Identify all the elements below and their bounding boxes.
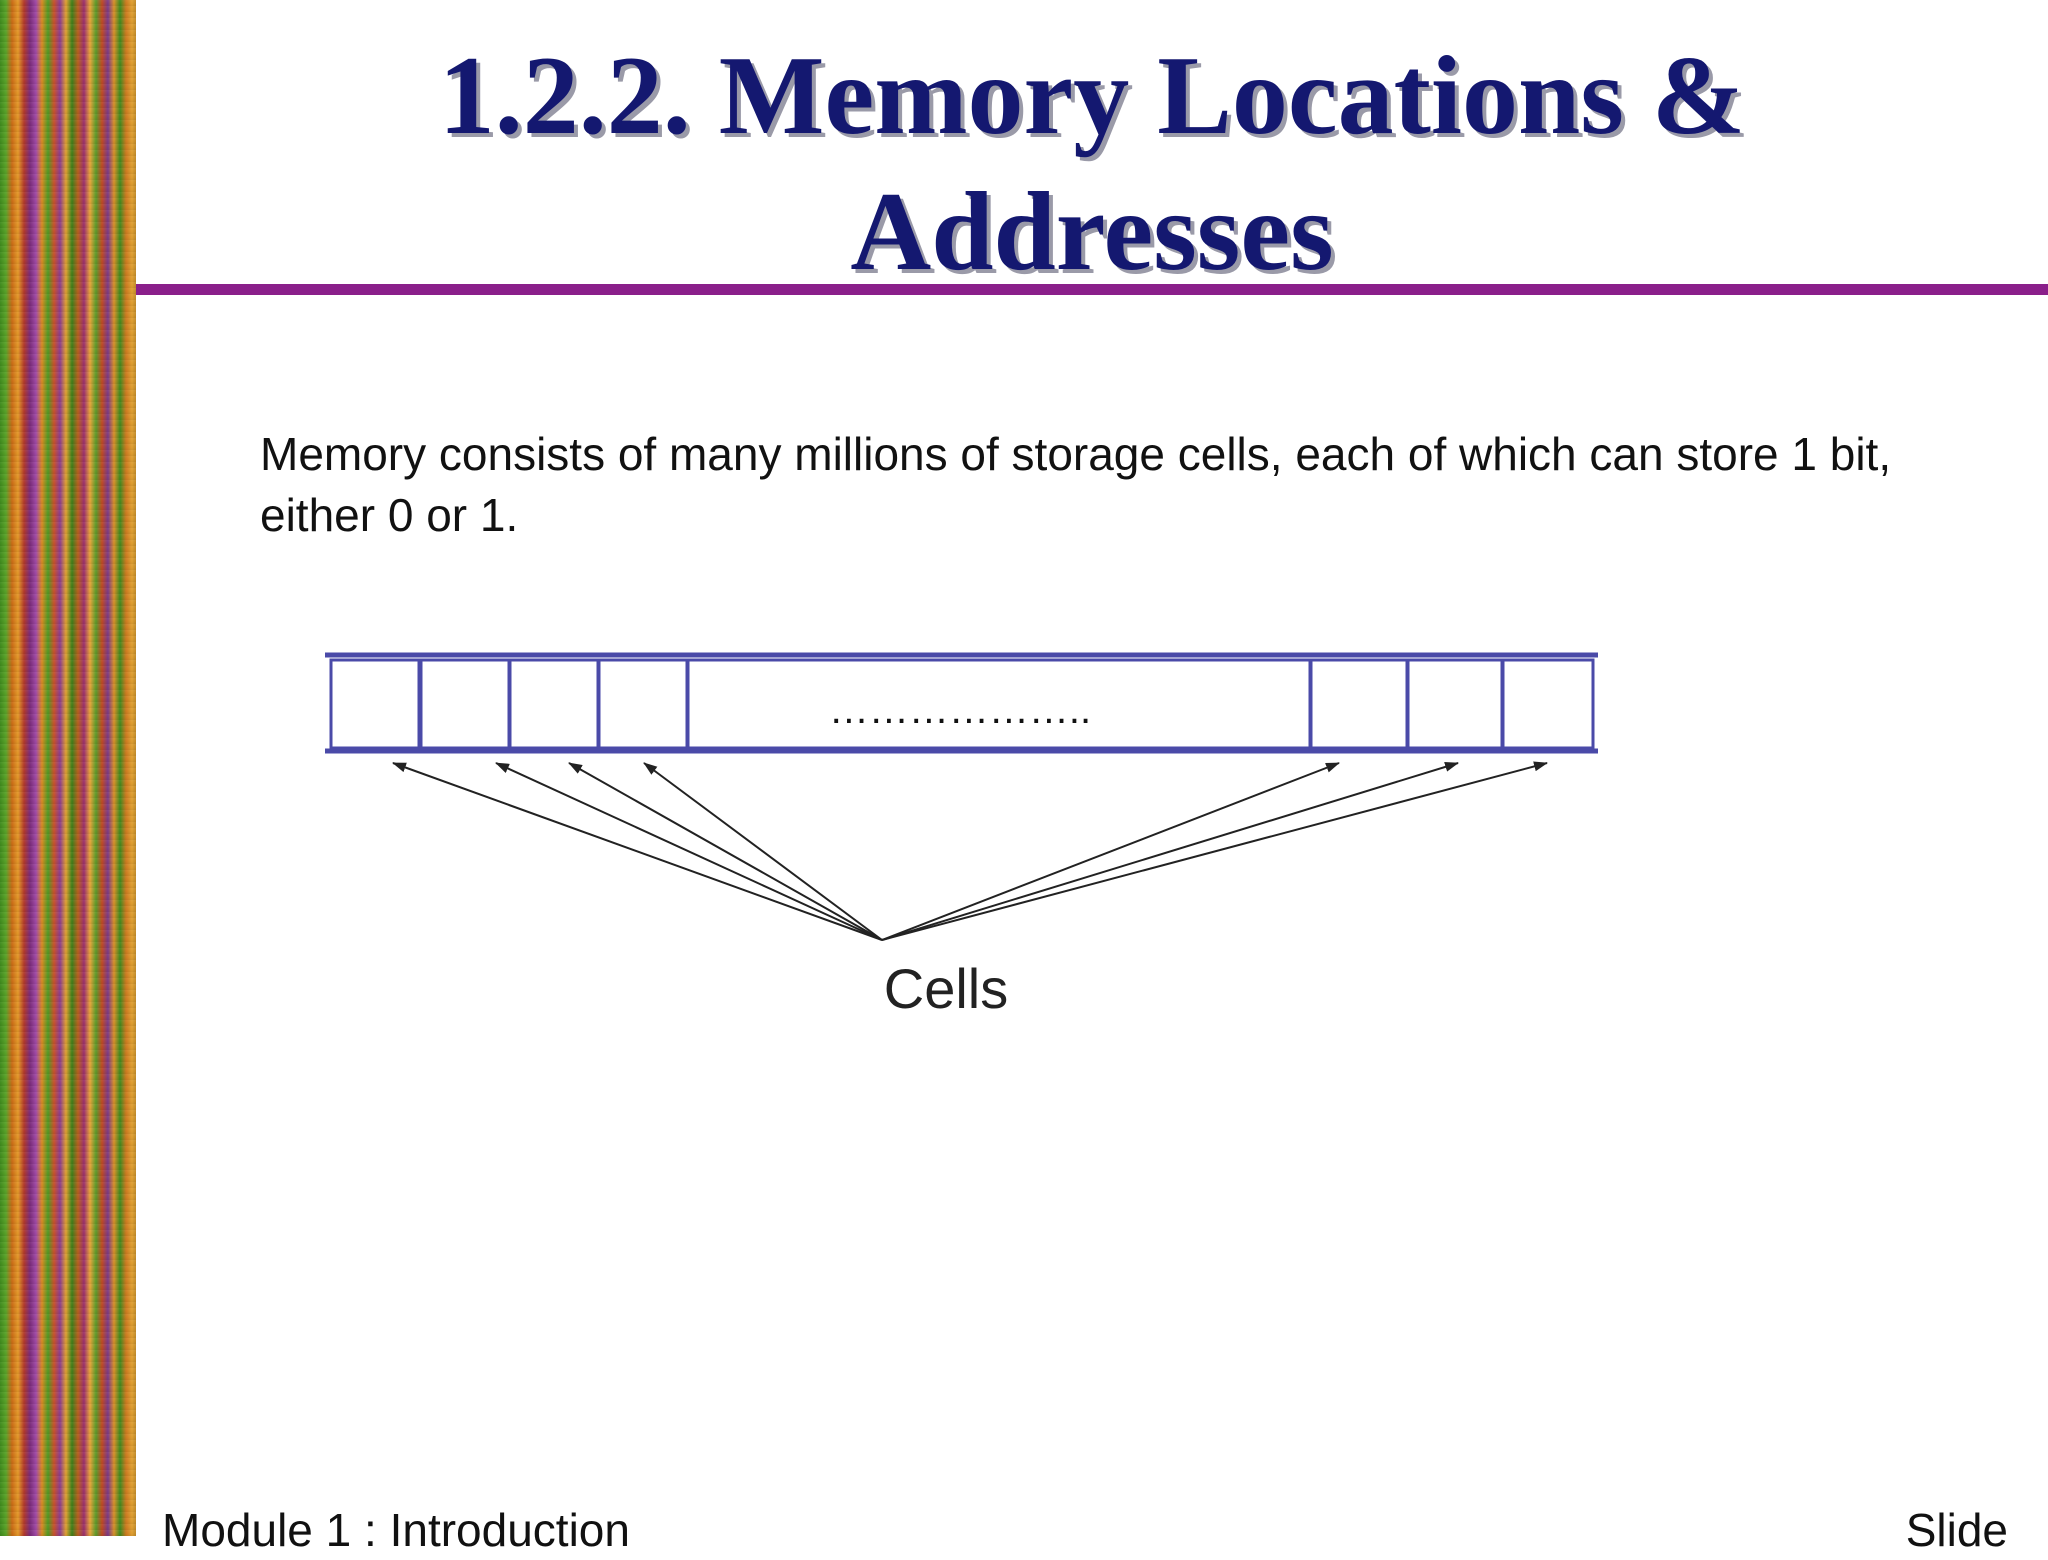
decorative-left-strip — [0, 0, 136, 1536]
slide-title-line-2: Addresses — [850, 170, 1334, 294]
cell-arrow — [881, 762, 1340, 941]
slide-title: 1.2.2. Memory Locations & Addresses — [136, 28, 2048, 300]
cell-arrow — [568, 762, 883, 941]
memory-cell — [1406, 658, 1504, 750]
memory-cell — [419, 658, 511, 750]
title-divider — [136, 284, 2048, 295]
memory-cell — [1309, 658, 1409, 750]
cell-arrow — [495, 762, 883, 941]
memory-cell — [508, 658, 600, 750]
cell-arrow — [643, 762, 883, 941]
memory-cell — [597, 658, 689, 750]
ellipsis-label: ……………….. — [829, 688, 1091, 732]
cells-label: Cells — [884, 957, 1008, 1020]
cell-arrows — [392, 761, 1548, 941]
footer-module-label: Module 1 : Introduction — [162, 1504, 630, 1556]
memory-cell — [329, 658, 421, 750]
footer-slide-label: Slide — [1905, 1504, 2008, 1556]
cell-arrow — [881, 761, 1548, 941]
cell-arrow — [392, 762, 883, 941]
slide-title-line-1: 1.2.2. Memory Locations & — [438, 34, 1746, 158]
cell-arrow — [881, 762, 1459, 941]
memory-row — [325, 652, 1598, 754]
body-text: Memory consists of many millions of stor… — [260, 428, 1892, 541]
memory-cell — [1501, 658, 1595, 750]
